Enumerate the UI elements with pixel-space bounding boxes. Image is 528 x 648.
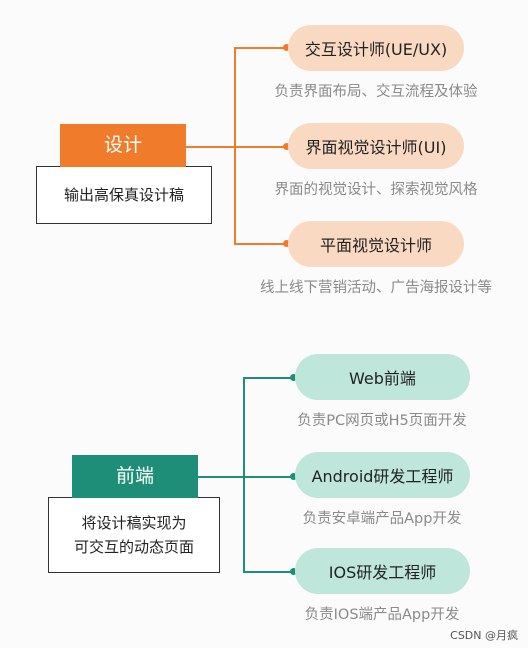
- frontend-description-box: 将设计稿实现为 可交互的动态页面: [48, 497, 220, 573]
- design-branch-dot-1: [283, 44, 290, 51]
- frontend-vertical-line: [243, 377, 245, 573]
- role-web-frontend-desc: 负责PC网页或H5页面开发: [297, 413, 467, 429]
- design-branch-line-2: [234, 146, 288, 148]
- frontend-label: 前端: [72, 455, 198, 498]
- frontend-description-line-2: 可交互的动态页面: [73, 538, 194, 556]
- role-android-engineer-desc: 负责安卓端产品App开发: [302, 511, 462, 527]
- role-ux-designer-title: 交互设计师(UE/UX): [304, 40, 448, 59]
- role-ui-designer-desc: 界面的视觉设计、探索视觉风格: [274, 182, 478, 198]
- role-android-engineer-title: Android研发工程师: [311, 467, 454, 486]
- role-ui-designer-title: 界面视觉设计师(UI): [305, 138, 447, 157]
- design-branch-dot-3: [283, 240, 290, 247]
- role-graphic-designer-desc: 线上线下营销活动、广告海报设计等: [260, 280, 492, 296]
- role-ios-engineer-pill: IOS研发工程师: [295, 548, 470, 594]
- role-ux-designer-desc: 负责界面布局、交互流程及体验: [274, 84, 478, 100]
- frontend-branch-dot-2: [290, 473, 297, 480]
- role-ui-designer-pill: 界面视觉设计师(UI): [288, 123, 464, 169]
- role-web-frontend-title: Web前端: [349, 369, 416, 388]
- design-branch-line-3: [234, 243, 288, 245]
- role-graphic-designer-pill: 平面视觉设计师: [288, 221, 464, 267]
- watermark: CSDN @月疯: [450, 629, 518, 642]
- role-android-engineer-pill: Android研发工程师: [295, 452, 470, 498]
- frontend-branch-line-1: [243, 377, 295, 379]
- design-branch-dot-2: [283, 143, 290, 150]
- frontend-branch-dot-3: [290, 568, 297, 575]
- role-web-frontend-pill: Web前端: [295, 354, 470, 400]
- frontend-description-line-1: 将设计稿实现为: [81, 514, 187, 532]
- frontend-branch-dot-1: [290, 374, 297, 381]
- design-branch-line-1: [234, 47, 288, 49]
- design-description: 输出高保真设计稿: [63, 186, 184, 204]
- frontend-branch-line-3: [243, 571, 295, 573]
- role-ios-engineer-title: IOS研发工程师: [328, 563, 437, 582]
- role-ux-designer-pill: 交互设计师(UE/UX): [288, 25, 464, 71]
- design-description-box: 输出高保真设计稿: [36, 166, 212, 224]
- frontend-trunk-line: [197, 476, 244, 478]
- design-trunk-line: [185, 146, 235, 148]
- role-graphic-designer-title: 平面视觉设计师: [319, 236, 432, 255]
- design-label: 设计: [60, 124, 186, 167]
- frontend-branch-line-2: [243, 476, 295, 478]
- role-ios-engineer-desc: 负责IOS端产品App开发: [304, 607, 460, 623]
